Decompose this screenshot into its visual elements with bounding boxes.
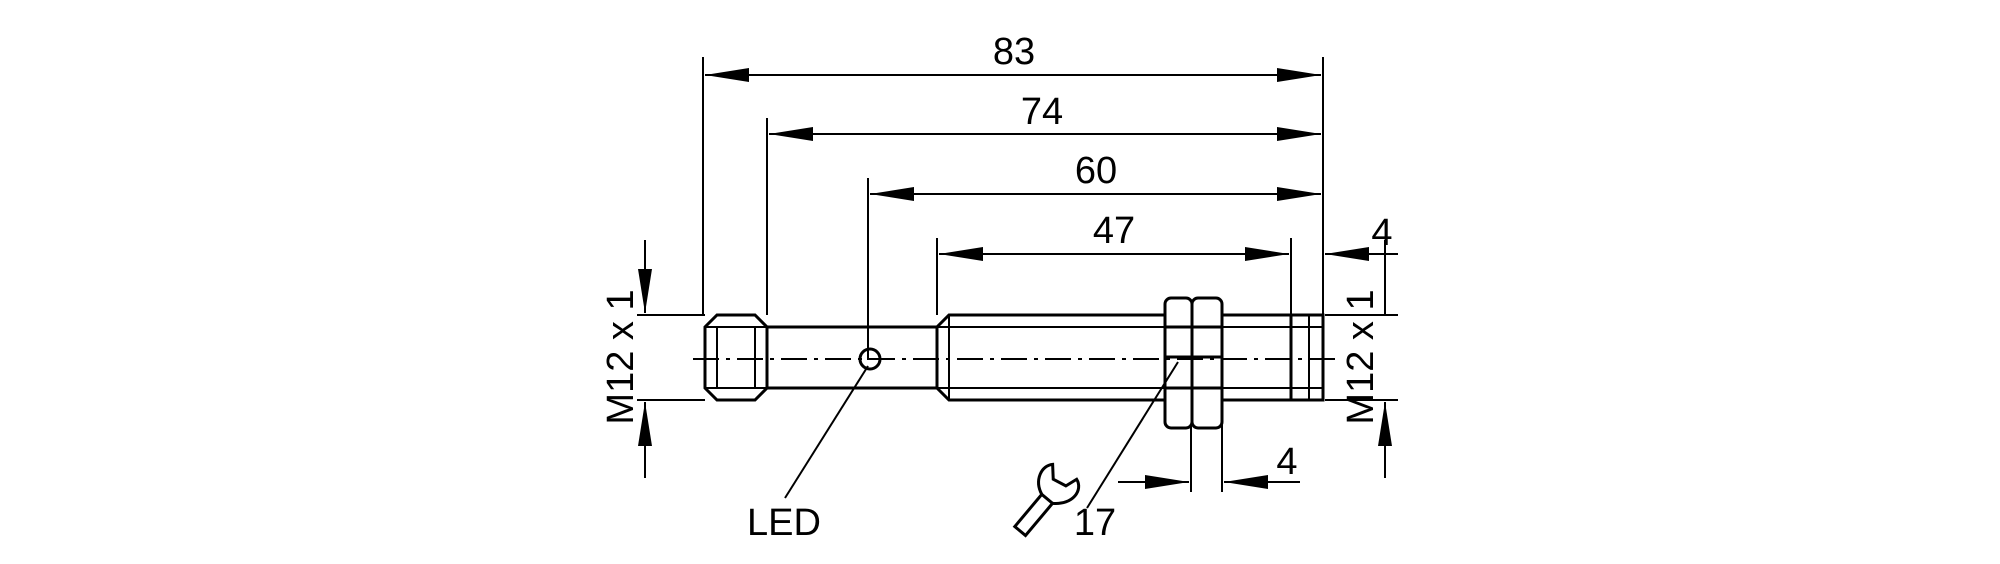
- dimension-4-nut: 4: [1118, 441, 1300, 489]
- extension-lines: [637, 57, 1398, 492]
- dimension-83-label: 83: [993, 31, 1035, 73]
- dimension-m12-right: M12 x 1: [1340, 289, 1392, 478]
- led-label: LED: [747, 502, 821, 544]
- thread-right-label: M12 x 1: [1340, 289, 1382, 424]
- left-connector: [703, 313, 769, 402]
- right-connector: [1289, 313, 1325, 402]
- wrench-size-label: 17: [1074, 502, 1116, 544]
- wrench-icon: [1012, 462, 1081, 538]
- dimension-4-connector: 4: [1325, 212, 1398, 316]
- dimension-47: 47: [939, 210, 1289, 261]
- dimension-74: 74: [769, 91, 1321, 141]
- dimension-47-label: 47: [1093, 210, 1135, 252]
- dimension-m12-left: M12 x 1: [600, 240, 652, 478]
- wrench-callout: 17: [1012, 361, 1179, 544]
- dimension-83: 83: [705, 31, 1321, 82]
- dimension-60-label: 60: [1075, 150, 1117, 192]
- led-callout: LED: [747, 365, 869, 544]
- dimension-60: 60: [870, 150, 1321, 201]
- hex-nut-right: [1190, 296, 1224, 430]
- sensor-body: [693, 296, 1340, 430]
- dimension-4-connector-label: 4: [1371, 212, 1392, 254]
- dimension-4-nut-label: 4: [1276, 441, 1297, 483]
- thread-left-label: M12 x 1: [600, 289, 642, 424]
- sensor-shaft: [765, 325, 939, 390]
- dimension-74-label: 74: [1021, 91, 1063, 133]
